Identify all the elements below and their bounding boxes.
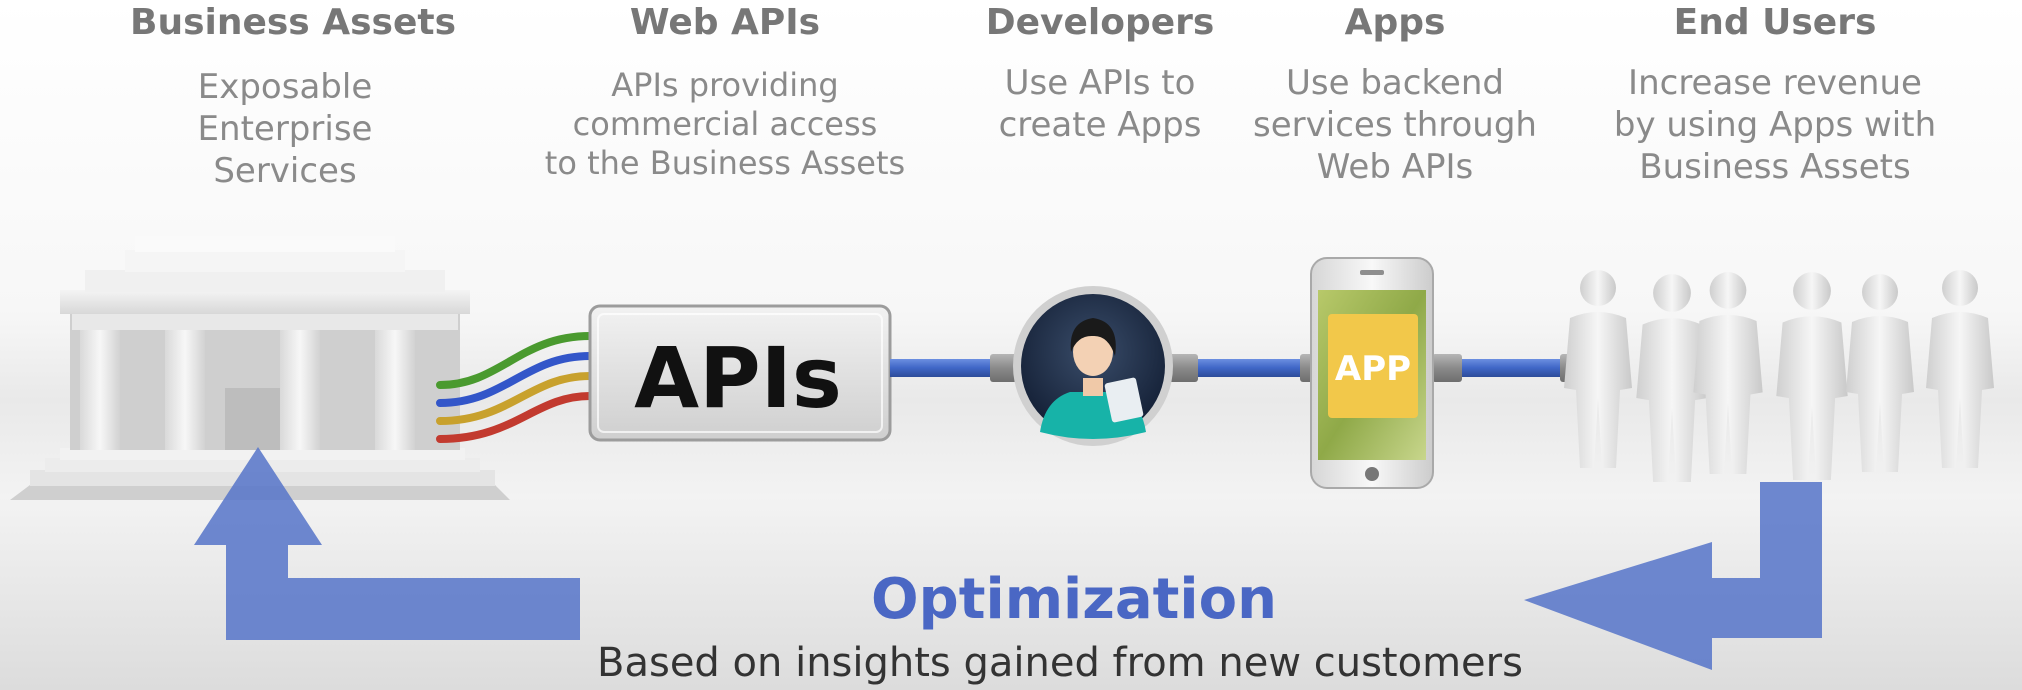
api-wires <box>436 332 594 443</box>
smartphone-icon: APP <box>1310 257 1434 489</box>
optimization-title: Optimization <box>871 567 1277 632</box>
end-users-title: End Users <box>1673 2 1877 43</box>
end-users-description: Increase revenue by using Apps with Busi… <box>1613 63 1937 187</box>
bank-building-icon <box>10 236 510 500</box>
users-group-icon <box>1564 270 1994 482</box>
business-assets-title: Business Assets <box>130 2 457 43</box>
api-box-label: APIs <box>634 329 842 427</box>
business-assets-description: Exposable Enterprise Services <box>197 67 373 191</box>
apps-title: Apps <box>1344 2 1446 43</box>
developers-description: Use APIs to create Apps <box>998 63 1202 145</box>
web-apis-description: APIs providing commercial access to the … <box>544 66 906 182</box>
app-label: APP <box>1335 349 1411 389</box>
web-apis-title: Web APIs <box>629 2 821 43</box>
blue-cables <box>890 354 1590 382</box>
developer-avatar-icon <box>1013 286 1173 446</box>
optimization-subtitle: Based on insights gained from new custom… <box>597 640 1523 686</box>
api-box-icon: APIs <box>588 304 892 442</box>
feedback-arrow-icon <box>194 447 1822 670</box>
developers-title: Developers <box>985 2 1215 43</box>
apps-description: Use backend services through Web APIs <box>1253 63 1537 187</box>
